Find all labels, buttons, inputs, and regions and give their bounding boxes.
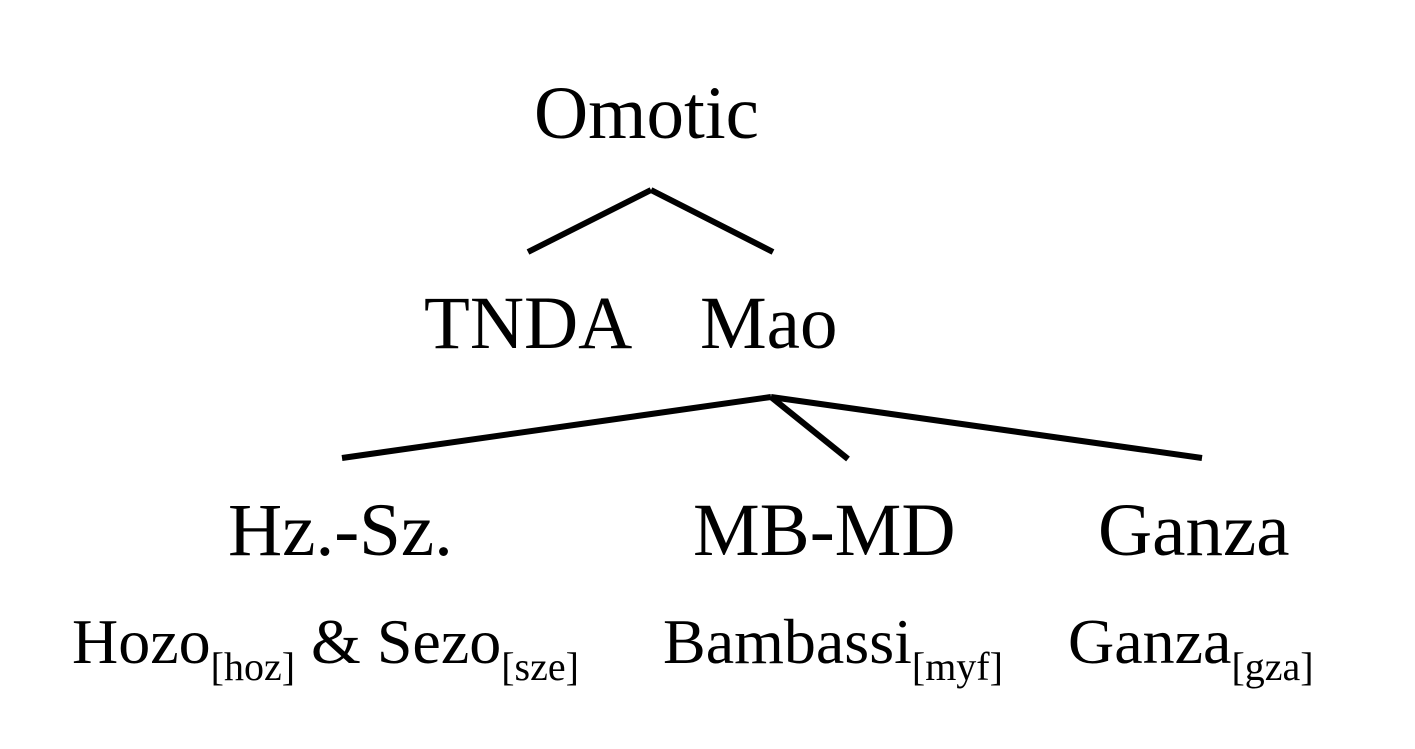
language-name-bambassi: Bambassi (663, 606, 912, 677)
node-ganza: Ganza (1098, 489, 1290, 572)
node-mao: Mao (700, 282, 838, 365)
iso-code-hoz: [hoz] (210, 643, 296, 689)
node-omotic: Omotic (534, 72, 759, 155)
edge-mao-mbmd (769, 394, 850, 462)
node-tnda: TNDA (424, 282, 633, 365)
language-name-ganza: Ganza (1068, 606, 1232, 677)
edge-omotic-mao (649, 187, 775, 255)
language-bambassi: Bambassi[myf] (663, 610, 1003, 687)
language-ganza: Ganza[gza] (1068, 610, 1314, 687)
language-name-sezo: Sezo (376, 606, 502, 677)
iso-code-gza: [gza] (1231, 643, 1314, 689)
ampersand-connector: & (311, 606, 361, 677)
language-hozo-sezo: Hozo[hoz] & Sezo[sze] (72, 610, 579, 687)
iso-code-sze: [sze] (501, 643, 579, 689)
language-name-hozo: Hozo (72, 606, 211, 677)
edge-mao-ganza (770, 394, 1203, 461)
edge-omotic-tnda (526, 187, 653, 255)
edge-mao-hzsz (341, 394, 772, 461)
node-hz-sz: Hz.-Sz. (228, 489, 453, 572)
iso-code-myf: [myf] (911, 643, 1003, 689)
node-mb-md: MB-MD (693, 489, 956, 572)
